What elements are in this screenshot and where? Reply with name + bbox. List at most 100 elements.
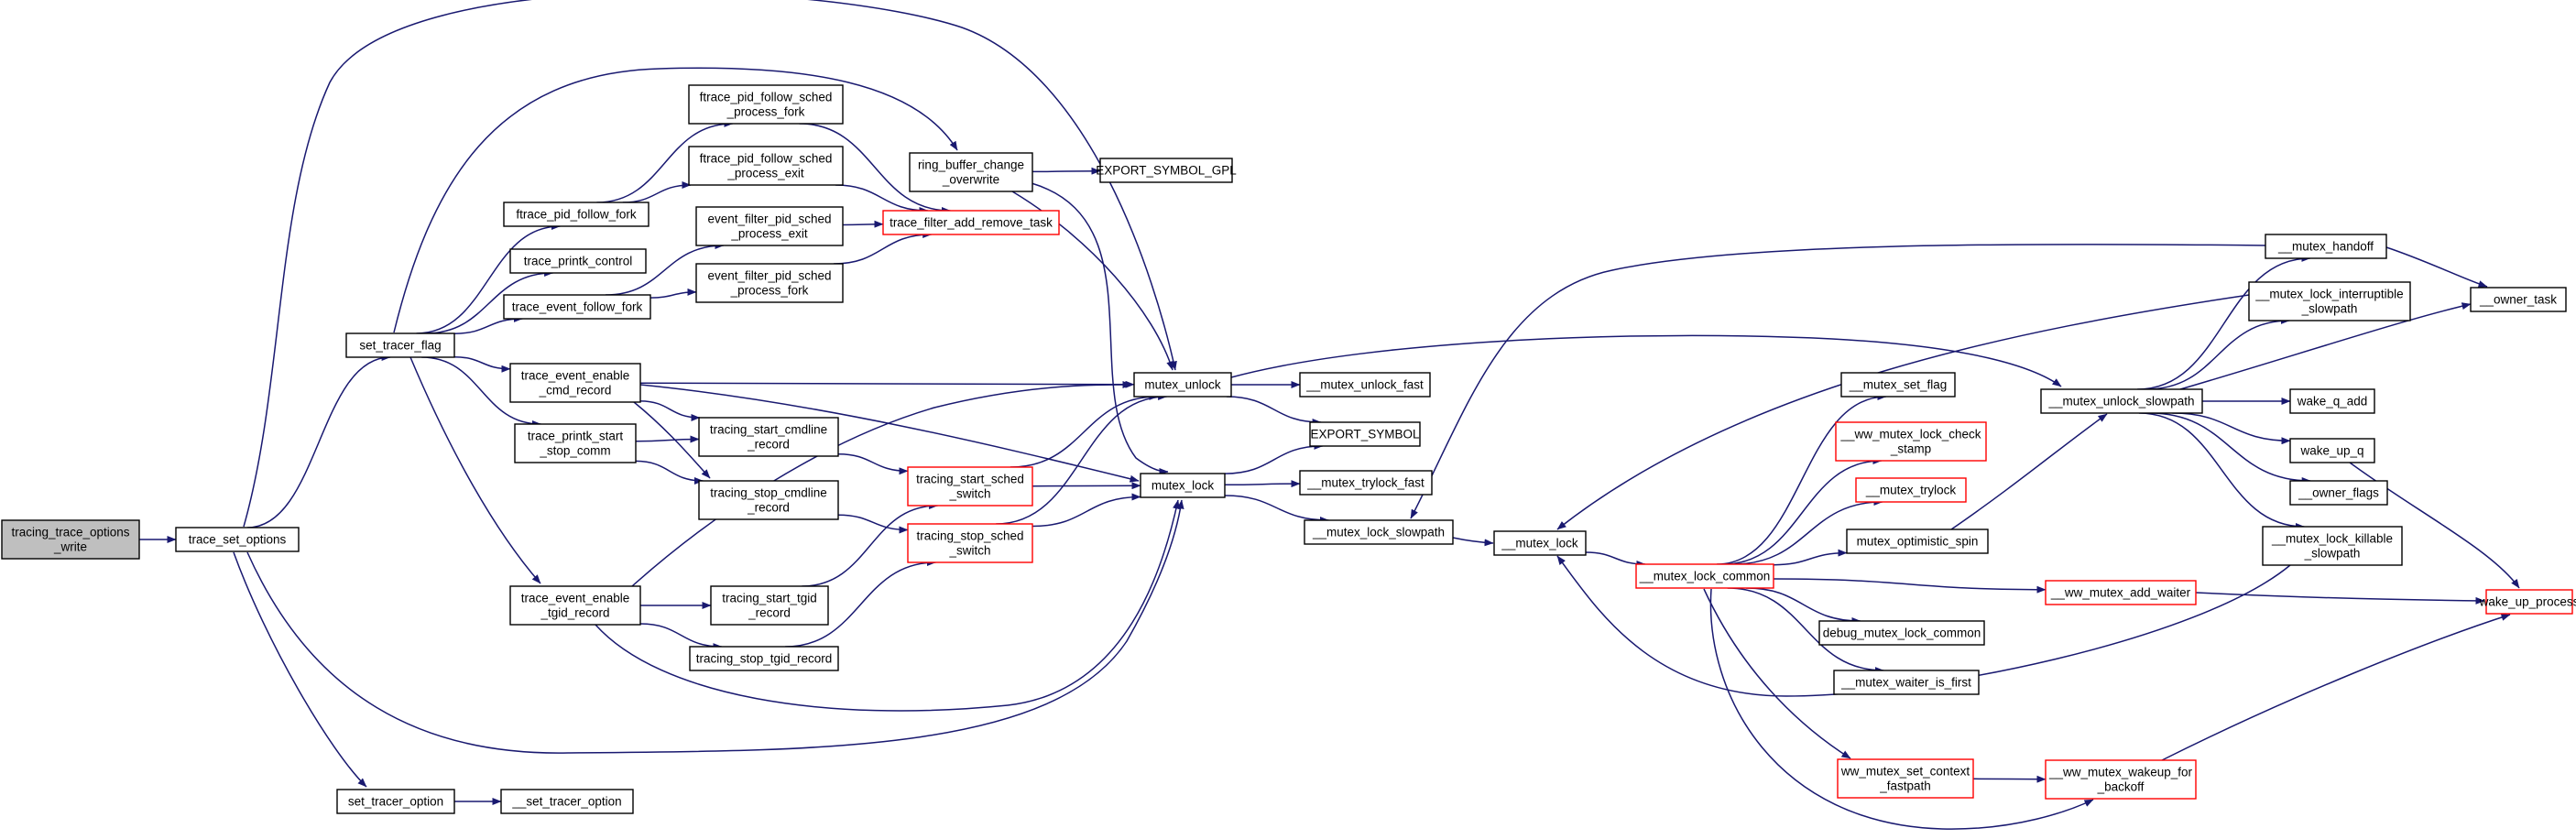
node-EXPORT-SYMBOL[interactable]: EXPORT_SYMBOL: [1309, 421, 1421, 447]
node-label: _record: [747, 438, 790, 452]
node-event-filter-pid-sched-process-fork[interactable]: event_filter_pid_sched_process_fork: [695, 263, 844, 303]
node-label: trace_event_enable: [521, 592, 630, 605]
node-ww-mutex-set-context-fastpath[interactable]: ww_mutex_set_context_fastpath: [1837, 758, 1974, 799]
node-trace-printk-start-stop-comm[interactable]: trace_printk_start_stop_comm: [514, 423, 637, 463]
node-tracing-start-tgid-record[interactable]: tracing_start_tgid_record: [710, 585, 829, 626]
node-label: _process_fork: [726, 105, 805, 119]
node-label: mutex_lock: [1152, 479, 1215, 493]
node-owner-task[interactable]: __owner_task: [2470, 287, 2567, 312]
node-box: [2040, 388, 2203, 414]
node-owner-flags[interactable]: __owner_flags: [2289, 480, 2388, 506]
node-trace-set-options[interactable]: trace_set_options: [175, 527, 300, 552]
edge-ftrace_pid_follow_sched_process_exit-to-trace_filter_add_remove_task: [835, 184, 929, 214]
node-trace-filter-add-remove-task[interactable]: trace_filter_add_remove_task: [882, 210, 1060, 235]
node-ftrace-pid-follow-sched-process-fork[interactable]: ftrace_pid_follow_sched_process_fork: [688, 84, 844, 125]
node-label: __mutex_set_flag: [1849, 378, 1948, 392]
node-box: [1299, 470, 1433, 496]
node-mutex-lock-slowpath[interactable]: __mutex_lock_slowpath: [1304, 519, 1454, 545]
node-tracing-stop-cmdline-record[interactable]: tracing_stop_cmdline_record: [698, 480, 839, 520]
node-debug-mutex-lock-common[interactable]: debug_mutex_lock_common: [1818, 620, 1985, 646]
node-ww-mutex-add-waiter[interactable]: __ww_mutex_add_waiter: [2045, 580, 2197, 605]
node-mutex-set-flag[interactable]: __mutex_set_flag: [1840, 372, 1956, 398]
edge-mutex_optimistic_spin-to-__mutex_unlock_slowpath: [1950, 413, 2108, 530]
node-label: debug_mutex_lock_common: [1823, 627, 1981, 640]
edge-__mutex_lock_common-to-__ww_mutex_wakeup_for_backoff: [1709, 588, 2094, 830]
edge-__mutex_unlock_slowpath-to-__owner_task: [2179, 302, 2472, 390]
node-box: [2289, 480, 2388, 506]
node-label: set_tracer_flag: [359, 339, 441, 353]
edge-tracing_stop_cmdline_record-to-tracing_stop_sched_switch: [837, 514, 909, 534]
node-box: [689, 646, 839, 671]
node-box: [2248, 281, 2411, 321]
node-mutex-optimistic-spin[interactable]: mutex_optimistic_spin: [1846, 528, 1989, 554]
node-root[interactable]: tracing_trace_options_write: [1, 519, 140, 560]
node-label: tracing_stop_tgid_record: [696, 652, 833, 666]
node-trace-event-follow-fork[interactable]: trace_event_follow_fork: [503, 294, 651, 320]
node-ww-mutex-lock-check-stamp[interactable]: __ww_mutex_lock_check_stamp: [1835, 421, 1987, 462]
edge-__ww_mutex_wakeup_for_backoff-to-wake_up_process: [2161, 614, 2511, 761]
node-mutex-trylock-fast[interactable]: __mutex_trylock_fast: [1299, 470, 1433, 496]
node-box: [695, 263, 844, 303]
node-box: [1493, 530, 1587, 556]
node-trace-event-enable-cmd-record[interactable]: trace_event_enable_cmd_record: [509, 363, 641, 403]
node-mutex-lock[interactable]: __mutex_lock: [1493, 530, 1587, 556]
node-label: _slowpath: [2301, 302, 2358, 316]
edge-__mutex_lock_common-to-debug_mutex_lock_common: [1746, 587, 1861, 625]
node-mutex-unlock-slowpath[interactable]: __mutex_unlock_slowpath: [2040, 388, 2203, 414]
node-box: [503, 202, 649, 227]
node-wake-up-q[interactable]: wake_up_q: [2289, 438, 2375, 463]
node-box: [1133, 372, 1232, 398]
node-trace-printk-control[interactable]: trace_printk_control: [509, 248, 647, 274]
node-label: ring_buffer_change: [918, 158, 1024, 172]
node-label: trace_set_options: [189, 533, 287, 547]
node-box: [2045, 759, 2197, 800]
node-label: _record: [748, 606, 791, 620]
edge-__mutex_unlock_slowpath-to-wake_up_q: [2172, 412, 2291, 445]
node-ftrace-pid-follow-sched-process-exit[interactable]: ftrace_pid_follow_sched_process_exit: [688, 146, 844, 186]
edge-ring_buffer_change_overwrite-to-mutex_lock: [1031, 182, 1169, 475]
node-label: __mutex_lock: [1501, 537, 1578, 550]
node-mutex-trylock[interactable]: __mutex_trylock: [1855, 477, 1967, 503]
node-set-tracer-option[interactable]: set_tracer_option: [336, 789, 455, 814]
node-wake-q-add[interactable]: wake_q_add: [2289, 388, 2375, 414]
node-tracing-stop-tgid-record[interactable]: tracing_stop_tgid_record: [689, 646, 839, 671]
node-set-tracer-option[interactable]: __set_tracer_option: [500, 789, 634, 814]
node-label: trace_filter_add_remove_task: [890, 216, 1053, 230]
edge-__mutex_lock_killable_slowpath-to-__mutex_lock: [1556, 555, 2291, 697]
node-ring-buffer-change-overwrite[interactable]: ring_buffer_change_overwrite: [909, 152, 1033, 192]
node-mutex-lock-interruptible-slowpath[interactable]: __mutex_lock_interruptible_slowpath: [2248, 281, 2411, 321]
node-mutex-unlock[interactable]: mutex_unlock: [1133, 372, 1232, 398]
node-tracing-start-cmdline-record[interactable]: tracing_start_cmdline_record: [698, 417, 839, 457]
edge-set_tracer_flag-to-trace_event_enable_cmd_record: [453, 355, 511, 373]
node-box: [695, 206, 844, 246]
node-EXPORT-SYMBOL-GPL[interactable]: EXPORT_SYMBOL_GPL: [1096, 158, 1237, 183]
node-mutex-handoff[interactable]: __mutex_handoff: [2265, 234, 2387, 259]
edge-event_filter_pid_sched_process_fork-to-trace_filter_add_remove_task: [833, 231, 933, 265]
node-label: _process_exit: [726, 167, 804, 180]
node-box: [1818, 620, 1985, 646]
node-tracing-start-sched-switch[interactable]: tracing_start_sched_switch: [907, 466, 1033, 507]
node-mutex-lock-killable-slowpath[interactable]: __mutex_lock_killable_slowpath: [2262, 526, 2403, 566]
node-event-filter-pid-sched-process-exit[interactable]: event_filter_pid_sched_process_exit: [695, 206, 844, 246]
edge-trace_event_enable_cmd_record-to-tracing_stop_cmdline_record: [633, 401, 711, 479]
node-tracing-stop-sched-switch[interactable]: tracing_stop_sched_switch: [907, 523, 1033, 563]
node-trace-event-enable-tgid-record[interactable]: trace_event_enable_tgid_record: [509, 585, 641, 626]
node-box: [1309, 421, 1421, 447]
node-wake-up-process[interactable]: wake_up_process: [2479, 589, 2576, 615]
node-mutex-waiter-is-first[interactable]: __mutex_waiter_is_first: [1833, 670, 1980, 695]
node-set-tracer-flag[interactable]: set_tracer_flag: [345, 332, 455, 358]
node-label: tracing_start_sched: [916, 473, 1024, 486]
node-mutex-unlock-fast[interactable]: __mutex_unlock_fast: [1299, 372, 1431, 398]
node-label: _backoff: [2097, 780, 2145, 794]
node-label: wake_q_add: [2297, 395, 2368, 409]
node-label: _stamp: [1890, 442, 1931, 456]
node-mutex-lock-common[interactable]: __mutex_lock_common: [1635, 563, 1774, 589]
node-ftrace-pid-follow-fork[interactable]: ftrace_pid_follow_fork: [503, 202, 649, 227]
node-label: __mutex_handoff: [2277, 240, 2374, 254]
edge-tracing_stop_sched_switch-to-mutex_lock: [1031, 493, 1141, 528]
node-label: __mutex_unlock_fast: [1305, 378, 1424, 392]
node-box: [503, 294, 651, 320]
node-ww-mutex-wakeup-for-backoff[interactable]: __ww_mutex_wakeup_for_backoff: [2045, 759, 2197, 800]
edge-__mutex_lock_common-to-__ww_mutex_lock_check_stamp: [1722, 457, 1883, 565]
node-mutex-lock[interactable]: mutex_lock: [1140, 473, 1226, 498]
